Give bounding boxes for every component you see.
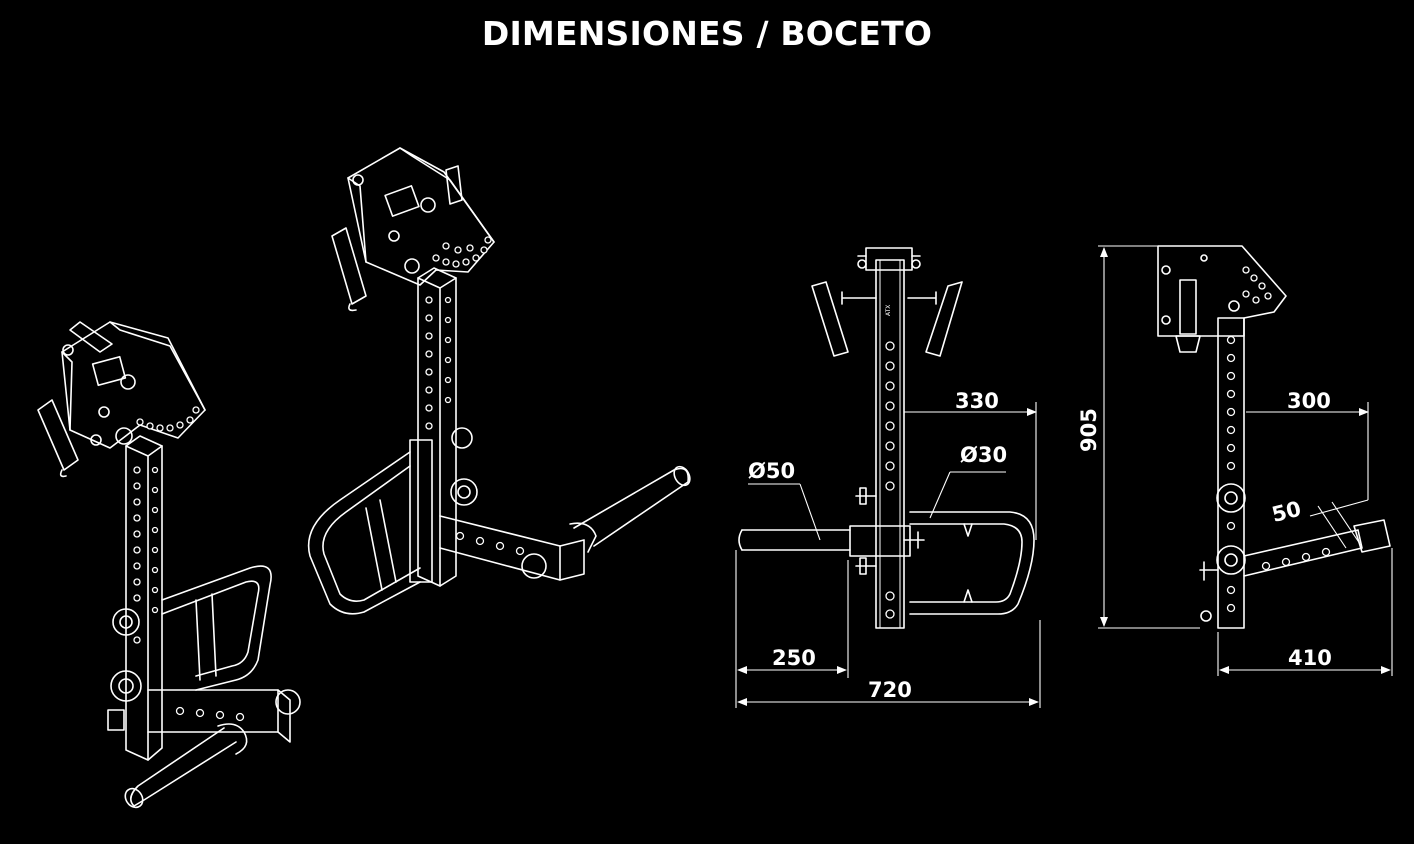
dimension-410: 410 — [1288, 646, 1332, 670]
dimension-diameter-50: Ø50 — [748, 459, 795, 483]
adjustment-holes-left — [136, 406, 200, 432]
bar-holes-middle — [455, 531, 525, 556]
dimension-50: 50 — [1269, 497, 1303, 527]
dimension-330: 330 — [955, 389, 999, 413]
dimension-905: 905 — [1077, 408, 1101, 452]
dimension-250: 250 — [772, 646, 816, 670]
side-view: 905 300 50 410 — [1077, 245, 1393, 676]
page-title: DIMENSIONES / BOCETO — [481, 14, 933, 53]
svg-text:ATX: ATX — [885, 305, 892, 316]
isometric-view-left — [37, 321, 301, 809]
dimension-300: 300 — [1287, 389, 1331, 413]
dimension-diameter-30: Ø30 — [960, 443, 1007, 467]
isometric-view-middle — [307, 147, 691, 615]
side-adjustment-holes — [1242, 266, 1272, 304]
post-holes-left — [133, 466, 159, 644]
side-bar-holes — [1261, 547, 1331, 571]
adjustment-holes-middle — [432, 236, 492, 268]
post-holes-middle — [425, 296, 452, 430]
dimension-720: 720 — [868, 678, 912, 702]
bar-holes-left — [175, 706, 245, 722]
side-post-holes — [1226, 335, 1236, 613]
front-post-holes — [885, 341, 895, 619]
front-view: ATX 330 Ø30 Ø50 — [735, 247, 1041, 708]
